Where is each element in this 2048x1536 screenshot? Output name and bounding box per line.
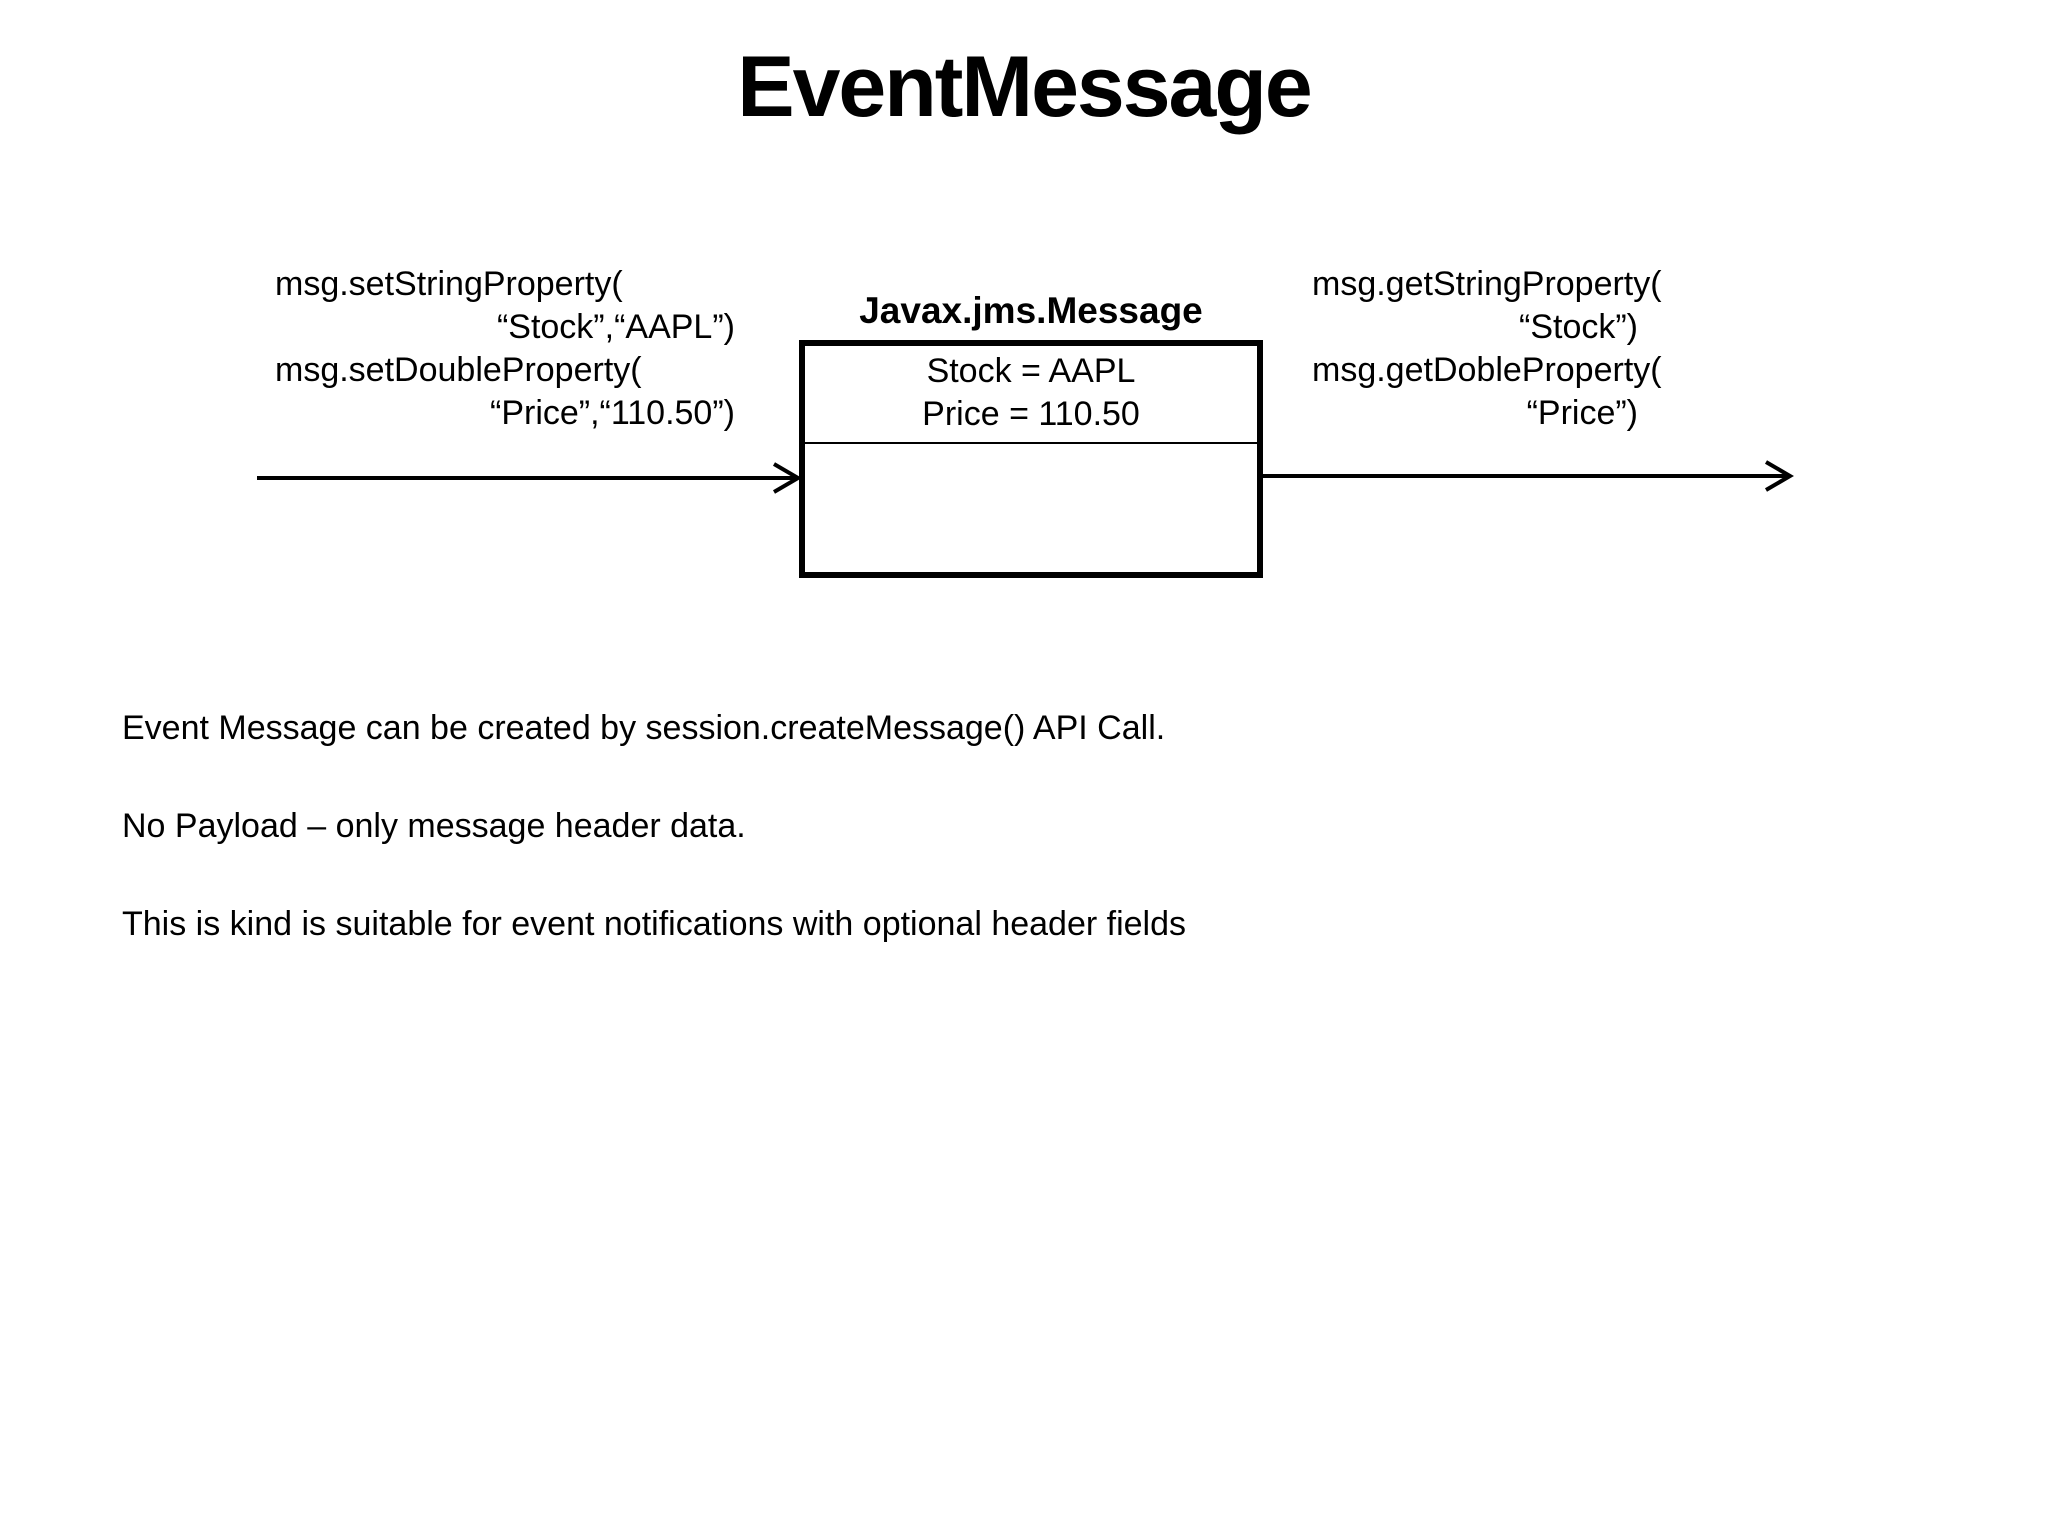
producer-code-block: msg.setStringProperty( “Stock”,“AAPL”) m…	[275, 263, 735, 435]
message-box-header-compartment: Stock = AAPL Price = 110.50	[805, 346, 1257, 444]
producer-code-line-3: msg.setDoubleProperty(	[275, 351, 642, 389]
producer-code-line-2: “Stock”,“AAPL”)	[496, 308, 735, 346]
slide-title: EventMessage	[737, 39, 1313, 135]
producer-code-line-4: “Price”,“110.50”)	[490, 394, 735, 432]
message-box-label: Javax.jms.Message	[859, 290, 1203, 331]
note-line-2: No Payload – only message header data.	[122, 807, 746, 845]
message-box-body-compartment	[805, 444, 1257, 572]
message-property-price: Price = 110.50	[922, 395, 1140, 433]
outbound-arrow-icon	[1263, 460, 1794, 492]
consumer-code-block: msg.getStringProperty( “Stock”) msg.getD…	[1312, 263, 1668, 435]
consumer-code-line-2: “Stock”)	[1519, 308, 1638, 346]
consumer-code-line-1: msg.getStringProperty(	[1312, 265, 1662, 303]
message-box: Stock = AAPL Price = 110.50	[799, 340, 1263, 578]
message-property-stock: Stock = AAPL	[926, 352, 1136, 390]
consumer-code-line-3: msg.getDobleProperty(	[1312, 351, 1662, 389]
consumer-code-line-4: “Price”)	[1526, 394, 1638, 432]
inbound-arrow-icon	[257, 462, 802, 494]
producer-code-line-1: msg.setStringProperty(	[275, 265, 623, 303]
note-line-1: Event Message can be created by session.…	[122, 709, 1166, 747]
notes-section: Event Message can be created by session.…	[122, 706, 1822, 1000]
note-line-3: This is kind is suitable for event notif…	[122, 905, 1187, 943]
